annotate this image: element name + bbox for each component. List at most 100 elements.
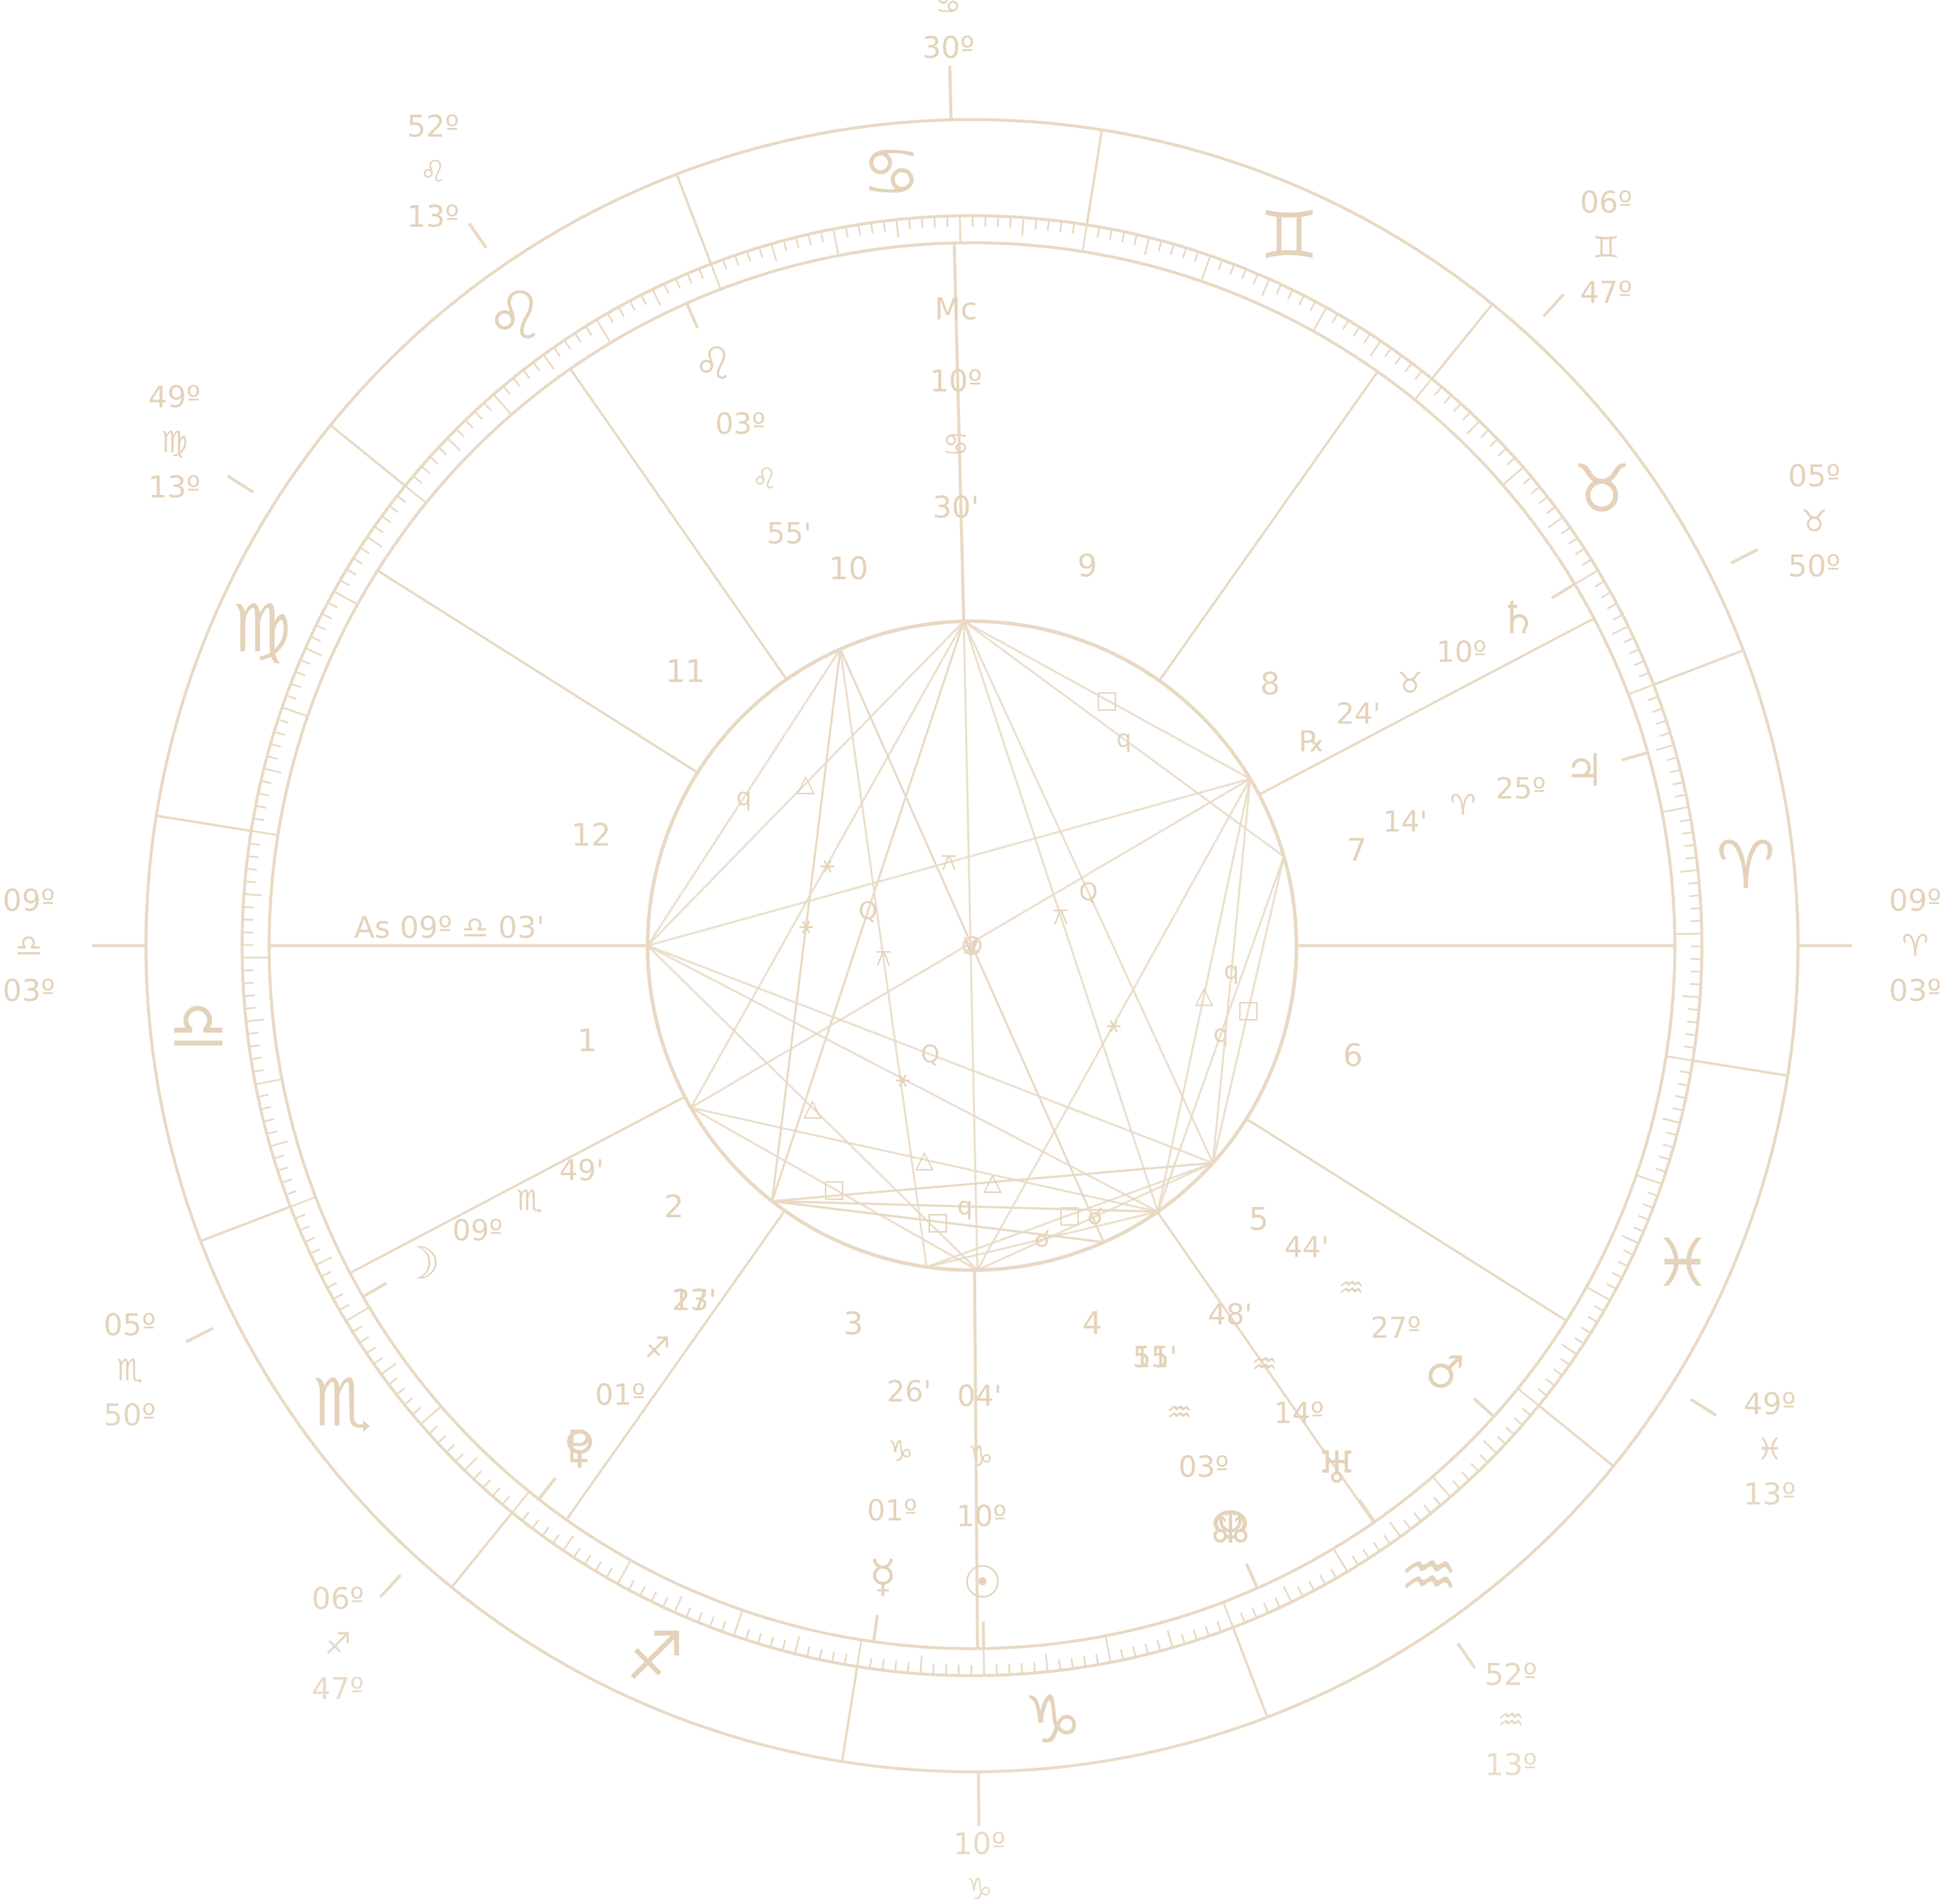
degree-tick bbox=[1313, 308, 1326, 331]
degree-tick bbox=[270, 1142, 288, 1146]
degree-tick bbox=[258, 1095, 269, 1097]
saturn-minutes: 24' bbox=[1336, 697, 1381, 731]
degree-tick bbox=[1288, 290, 1293, 299]
degree-tick bbox=[1548, 517, 1563, 528]
outer-cusp-tick bbox=[228, 476, 253, 492]
degree-tick bbox=[1096, 1654, 1098, 1665]
degree-tick bbox=[359, 1337, 368, 1343]
degree-tick bbox=[244, 894, 262, 895]
degree-tick bbox=[832, 1652, 834, 1662]
planet-tick-sun bbox=[983, 1622, 984, 1649]
degree-tick bbox=[278, 720, 288, 723]
degree-tick bbox=[1395, 356, 1402, 365]
house-cusp-9 bbox=[1159, 372, 1378, 681]
degree-tick bbox=[316, 625, 326, 630]
degree-tick bbox=[267, 756, 278, 759]
degree-tick bbox=[1639, 673, 1649, 677]
degree-tick bbox=[1073, 223, 1075, 234]
chiron-sign: ♌ bbox=[752, 462, 777, 496]
degree-tick bbox=[246, 869, 257, 870]
degree-tick bbox=[1670, 770, 1680, 772]
saturn-sign: ♉ bbox=[1397, 666, 1423, 700]
degree-tick bbox=[1218, 260, 1222, 270]
degree-tick bbox=[585, 1556, 591, 1565]
aspect-glyph: Q bbox=[921, 1041, 940, 1068]
house-number-7: 7 bbox=[1347, 833, 1367, 869]
degree-tick bbox=[1660, 733, 1670, 736]
degree-tick bbox=[397, 496, 406, 502]
degree-tick bbox=[895, 1661, 896, 1671]
degree-tick bbox=[251, 831, 278, 835]
outer-label-top-leo-ul: 52º bbox=[407, 109, 459, 144]
degree-tick bbox=[396, 1388, 405, 1395]
degree-tick bbox=[759, 248, 762, 258]
degree-tick bbox=[1471, 1464, 1478, 1471]
degree-tick bbox=[1463, 412, 1470, 420]
degree-tick bbox=[1121, 1649, 1123, 1660]
outer-cusp-tick bbox=[1543, 294, 1564, 317]
degree-tick bbox=[586, 326, 592, 335]
planet-tick-mars bbox=[1474, 1399, 1493, 1417]
degree-tick bbox=[1498, 448, 1506, 455]
degree-tick bbox=[597, 320, 610, 343]
degree-tick bbox=[438, 1436, 446, 1443]
degree-tick bbox=[1021, 1663, 1022, 1674]
degree-tick bbox=[261, 781, 272, 783]
aspect-glyph: ⚺ bbox=[964, 932, 980, 960]
degree-tick bbox=[947, 216, 948, 227]
degree-tick bbox=[1467, 421, 1480, 434]
degree-tick bbox=[1507, 458, 1514, 465]
degree-tick bbox=[1663, 1119, 1680, 1123]
uranus-minutes: 48' bbox=[1207, 1298, 1252, 1332]
degree-tick bbox=[1010, 217, 1011, 228]
zodiac-glyph-7: ♎ bbox=[169, 988, 228, 1065]
degree-tick bbox=[1689, 895, 1700, 896]
degree-tick bbox=[502, 1496, 509, 1504]
degree-tick bbox=[1629, 685, 1654, 695]
planet-tick-node bbox=[1247, 1563, 1257, 1588]
degree-tick bbox=[1582, 559, 1591, 565]
degree-tick bbox=[1158, 1640, 1161, 1650]
degree-tick bbox=[721, 1621, 725, 1631]
aspect-glyph: ⚻ bbox=[875, 944, 892, 972]
degree-tick bbox=[522, 1512, 529, 1521]
degree-tick bbox=[374, 526, 383, 532]
uranus-sign: ♒ bbox=[1251, 1348, 1277, 1381]
degree-tick bbox=[641, 295, 646, 305]
degree-tick bbox=[311, 637, 320, 642]
sign-boundary bbox=[156, 816, 251, 831]
degree-tick bbox=[1134, 234, 1137, 245]
degree-tick bbox=[1415, 379, 1432, 400]
house-number-8: 8 bbox=[1260, 666, 1280, 702]
sign-boundary bbox=[1432, 304, 1492, 379]
degree-tick bbox=[640, 1586, 645, 1596]
degree-tick bbox=[564, 340, 570, 349]
degree-tick bbox=[1684, 1047, 1695, 1048]
degree-tick bbox=[909, 219, 910, 230]
degree-tick bbox=[1684, 845, 1695, 846]
sign-boundary bbox=[1693, 1060, 1788, 1075]
saturn-glyph: ♄ bbox=[1498, 592, 1538, 644]
chiron-minutes: 55' bbox=[767, 517, 811, 551]
mc-degree: 10º bbox=[930, 363, 982, 398]
degree-tick bbox=[933, 1664, 934, 1674]
degree-tick bbox=[1168, 1630, 1173, 1647]
degree-tick bbox=[553, 1534, 559, 1544]
degree-tick bbox=[321, 1271, 331, 1276]
degree-tick bbox=[366, 1347, 375, 1353]
degree-tick bbox=[1034, 1662, 1035, 1673]
house-number-6: 6 bbox=[1343, 1038, 1362, 1074]
degree-tick bbox=[464, 1458, 477, 1471]
degree-tick bbox=[244, 995, 255, 996]
degree-tick bbox=[328, 603, 338, 607]
degree-tick bbox=[1588, 1316, 1597, 1322]
mars-degree: 27º bbox=[1371, 1311, 1421, 1345]
degree-tick bbox=[770, 1637, 773, 1647]
degree-tick bbox=[1643, 1204, 1653, 1208]
degree-tick bbox=[1434, 1497, 1441, 1506]
aspect-glyph: □ bbox=[1059, 1201, 1081, 1229]
zodiac-glyph-10: ♑ bbox=[1023, 1681, 1083, 1758]
outer-label-bottom-leo-ul: 13º bbox=[407, 199, 459, 234]
degree-tick bbox=[405, 486, 426, 503]
degree-tick bbox=[771, 244, 776, 261]
